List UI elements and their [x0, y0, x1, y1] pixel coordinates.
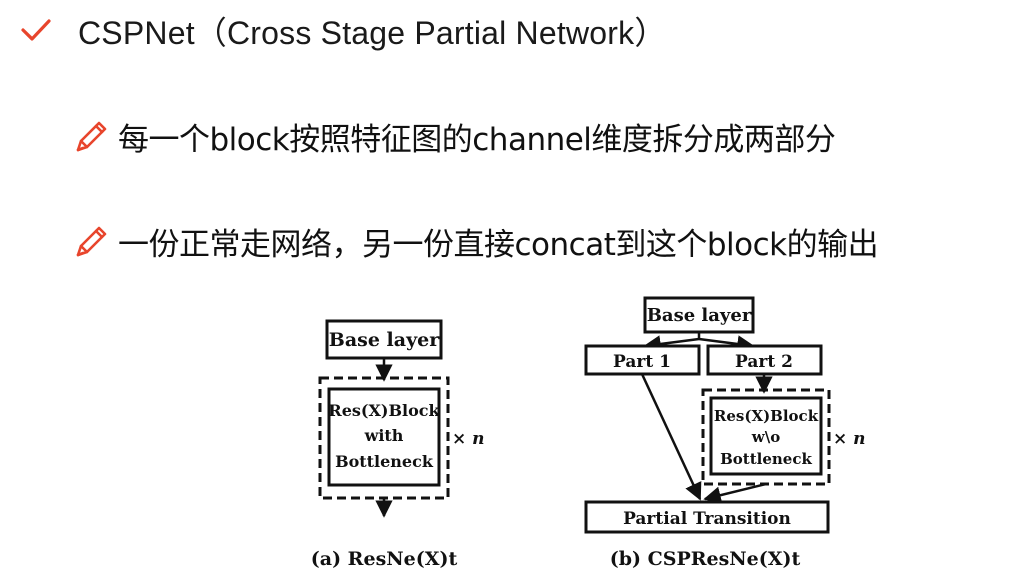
cspresnext-caption: (b) CSPResNe(X)t [610, 548, 801, 570]
csp-base-layer-box [643, 296, 755, 334]
bullet-item: 每一个block按照特征图的channel维度拆分成两部分 [72, 114, 836, 159]
check-icon [21, 19, 51, 41]
part2-label: Part 2 [735, 352, 793, 372]
resnext-caption: (a) ResNe(X)t [311, 548, 458, 570]
csp-res-block-line1: Res(X)Block [714, 407, 819, 425]
title-row: CSPNet（Cross Stage Partial Network） [20, 8, 667, 54]
csp-res-block-line3: Bottleneck [720, 450, 812, 468]
slide-title: CSPNet（Cross Stage Partial Network） [78, 15, 667, 51]
bullet-text: 一份正常走网络，另一份直接concat到这个block的输出 [118, 227, 879, 263]
part1-label: Part 1 [613, 352, 671, 372]
res-block-line3: Bottleneck [335, 452, 434, 471]
csp-base-layer-label: Base layer [647, 305, 752, 326]
partial-transition-box [584, 500, 830, 534]
repeat-label: × n [452, 429, 485, 449]
csp-res-block-box [709, 396, 823, 476]
bullet-text: 每一个block按照特征图的channel维度拆分成两部分 [118, 122, 836, 158]
pencil-icon [76, 226, 107, 256]
csp-res-block-line2: w\o [751, 428, 780, 446]
part2-box [706, 344, 823, 376]
csp-repeat-label: × n [833, 429, 866, 449]
pencil-icon [76, 121, 107, 151]
bullet-item: 一份正常走网络，另一份直接concat到这个block的输出 [72, 219, 879, 264]
base-layer-label: Base layer [329, 329, 440, 351]
cspresnext-diagram: Base layer Part 1 Part 2 Res(X)Block w\o… [584, 296, 866, 570]
architecture-figure: Base layer Res(X)Block with Bottleneck ×… [300, 288, 880, 576]
res-block-line1: Res(X)Block [328, 401, 440, 420]
resnext-diagram: Base layer Res(X)Block with Bottleneck ×… [311, 319, 485, 570]
res-block-line2: with [364, 426, 404, 445]
part1-box [584, 344, 701, 376]
partial-transition-label: Partial Transition [623, 509, 791, 529]
res-block-box [327, 387, 441, 487]
architecture-diagram: Base layer Res(X)Block with Bottleneck ×… [311, 296, 866, 570]
